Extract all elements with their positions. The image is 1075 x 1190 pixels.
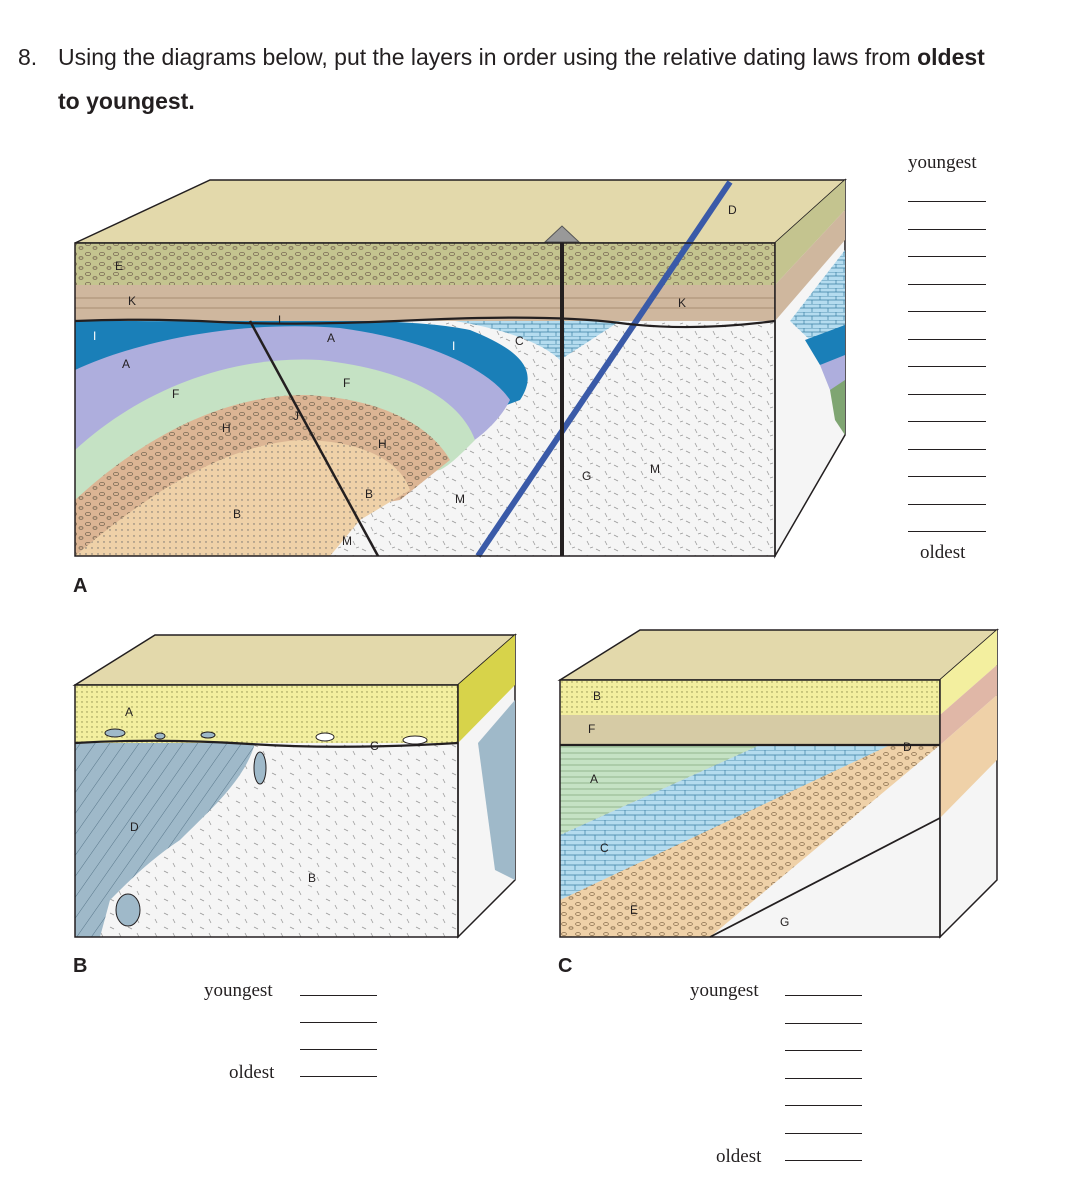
label-k2: K [678, 296, 686, 310]
label-d: D [728, 203, 737, 217]
dike-d [475, 180, 733, 558]
answer-c-blank[interactable] [785, 1050, 862, 1051]
label-b-c: C [370, 739, 379, 753]
diagram-c-block: B F D A C E G [557, 628, 999, 939]
answer-a-blank[interactable] [908, 338, 986, 340]
label-a2: A [327, 331, 335, 345]
label-g: G [582, 469, 591, 483]
label-f: F [172, 387, 179, 401]
label-k: K [128, 294, 136, 308]
answer-b-youngest-label: youngest [204, 980, 273, 1001]
panel-label-b: B [73, 955, 88, 977]
label-m2: M [455, 492, 465, 506]
label-c-g: G [780, 915, 789, 929]
layer-c [455, 321, 620, 360]
answer-c-blank[interactable] [785, 995, 862, 996]
answer-a-blank[interactable] [908, 448, 986, 450]
fault-j [248, 320, 380, 557]
answer-a-blank[interactable] [908, 283, 986, 285]
answer-b-blank[interactable] [300, 995, 377, 996]
answer-a-blank[interactable] [908, 503, 986, 505]
answer-a-blank[interactable] [908, 228, 986, 230]
layer-c-f [560, 715, 940, 745]
label-h: H [222, 421, 231, 435]
answer-c-blank[interactable] [785, 1132, 862, 1134]
label-b-a: A [125, 705, 133, 719]
panel-label-c: C [558, 955, 573, 977]
label-b-b: B [308, 871, 316, 885]
label-m3: M [650, 462, 660, 476]
answer-a-blank[interactable] [908, 393, 986, 395]
answer-a-blank[interactable] [908, 421, 986, 422]
answer-b-blank[interactable] [300, 1049, 377, 1050]
answer-c-youngest-label: youngest [690, 980, 759, 1001]
label-b-d: D [130, 820, 139, 834]
answer-b-blank[interactable] [300, 1076, 377, 1077]
layer-c-g [710, 745, 940, 937]
label-i: I [93, 329, 96, 343]
question-number: 8. [18, 44, 38, 70]
label-a: A [122, 357, 130, 371]
diagram-b-top-surface [72, 634, 517, 686]
label-c-e: E [630, 903, 638, 917]
answer-b-blank[interactable] [300, 1022, 377, 1023]
answer-a-blank[interactable] [908, 256, 986, 257]
label-c-a: A [590, 772, 598, 786]
panel-label-a: A [73, 575, 88, 597]
label-h2: H [378, 437, 387, 451]
label-f2: F [343, 376, 350, 390]
answer-c-oldest-label: oldest [716, 1146, 762, 1167]
answer-a-youngest-label: youngest [908, 152, 977, 173]
question-text-line2: to youngest. [58, 88, 195, 114]
label-c-c: C [600, 841, 609, 855]
label-i2: I [452, 339, 455, 353]
answer-a-blank[interactable] [908, 311, 986, 312]
label-c-b: B [593, 689, 601, 703]
answer-a-blank[interactable] [908, 201, 986, 202]
answer-b-oldest-label: oldest [229, 1062, 275, 1083]
answer-a-blank[interactable] [908, 476, 986, 477]
layer-c-c [560, 745, 890, 900]
label-c-d: D [903, 740, 912, 754]
question-bold-word: oldest [917, 44, 985, 70]
label-b2: B [365, 487, 373, 501]
answer-c-blank[interactable] [785, 1105, 862, 1106]
diagram-b-block: A C D B [72, 633, 517, 939]
label-c: C [515, 334, 524, 348]
label-b: B [233, 507, 241, 521]
answer-a-blank[interactable] [908, 531, 986, 532]
answer-c-blank[interactable] [785, 1160, 862, 1161]
label-e: E [115, 259, 123, 273]
label-l: L [278, 313, 285, 327]
label-j: J [293, 409, 299, 423]
answer-a-oldest-label: oldest [920, 542, 966, 563]
answer-c-blank[interactable] [785, 1077, 862, 1079]
question-text-before-bold: Using the diagrams below, put the layers… [58, 44, 918, 70]
answer-c-blank[interactable] [785, 1022, 862, 1024]
layer-k [75, 285, 775, 321]
question-text: Using the diagrams below, put the layers… [58, 44, 985, 71]
answer-a-blank[interactable] [908, 366, 986, 367]
label-m: M [342, 534, 352, 548]
diagram-c-top-surface [557, 629, 999, 681]
label-c-f: F [588, 722, 595, 736]
diagram-a-block: E K K L I I A A F F H H J B B M M M C G … [74, 178, 847, 559]
